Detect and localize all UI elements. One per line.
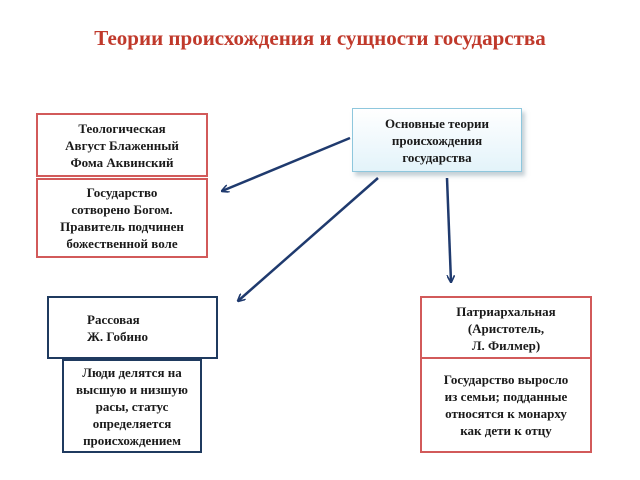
- arrow-to-patriarchal: [445, 177, 451, 282]
- theological-body-line-4: божественной воле: [66, 236, 178, 251]
- patriarchal-header-line-3: Л. Филмер): [471, 337, 541, 353]
- patriarchal-body-line-1: Государство выросло: [443, 372, 569, 387]
- main-theories-line-2: происхождения: [391, 132, 483, 148]
- racial-body-line-5: происхождением: [83, 432, 181, 448]
- racial-header-line-1: Рассовая: [87, 311, 140, 327]
- theological-body-line-2: сотворено Богом.: [71, 202, 173, 217]
- arrow-to-theological: [222, 136, 351, 191]
- patriarchal-header-box: Патриархальная (Аристотель, Л. Филмер): [420, 296, 592, 360]
- theological-header-line-2: Август Блаженный: [65, 137, 179, 153]
- racial-body-line-2: высшую и низшую: [76, 381, 188, 397]
- racial-body-line-3: расы, статус: [95, 398, 169, 414]
- racial-header-line-2: Ж. Гобино: [87, 328, 148, 344]
- theological-header-line-1: Теологическая: [78, 120, 166, 136]
- racial-body-line-1: Люди делятся на: [82, 364, 182, 380]
- racial-body-line-4: определяется: [92, 415, 172, 431]
- theological-header-box: Теологическая Август Блаженный Фома Акви…: [36, 113, 208, 177]
- patriarchal-description-box: Государство выросло из семьи; подданные …: [420, 357, 592, 453]
- theological-body-line-3: Правитель подчинен: [60, 219, 184, 234]
- racial-header-box: Рассовая Ж. Гобино: [47, 296, 218, 359]
- patriarchal-body-line-4: как дети к отцу: [460, 423, 552, 438]
- theological-body-line-1: Государство: [86, 185, 158, 200]
- page-title: Теории происхождения и сущности государс…: [94, 26, 546, 50]
- racial-description-box: Люди делятся на высшую и низшую расы, ст…: [62, 359, 202, 453]
- patriarchal-header-line-2: (Аристотель,: [467, 320, 545, 336]
- theological-header-line-3: Фома Аквинский: [70, 154, 174, 170]
- arrow-to-racial: [238, 177, 379, 301]
- patriarchal-body-line-2: из семьи; подданные: [444, 389, 568, 404]
- main-theories-line-3: государства: [402, 149, 472, 165]
- patriarchal-body-line-3: относятся к монарху: [445, 406, 567, 421]
- patriarchal-header-line-1: Патриархальная: [456, 303, 556, 319]
- main-theories-line-1: Основные теории: [384, 115, 490, 131]
- theological-description-box: Государство сотворено Богом. Правитель п…: [36, 178, 208, 258]
- main-theories-box: Основные теории происхождения государств…: [352, 108, 522, 172]
